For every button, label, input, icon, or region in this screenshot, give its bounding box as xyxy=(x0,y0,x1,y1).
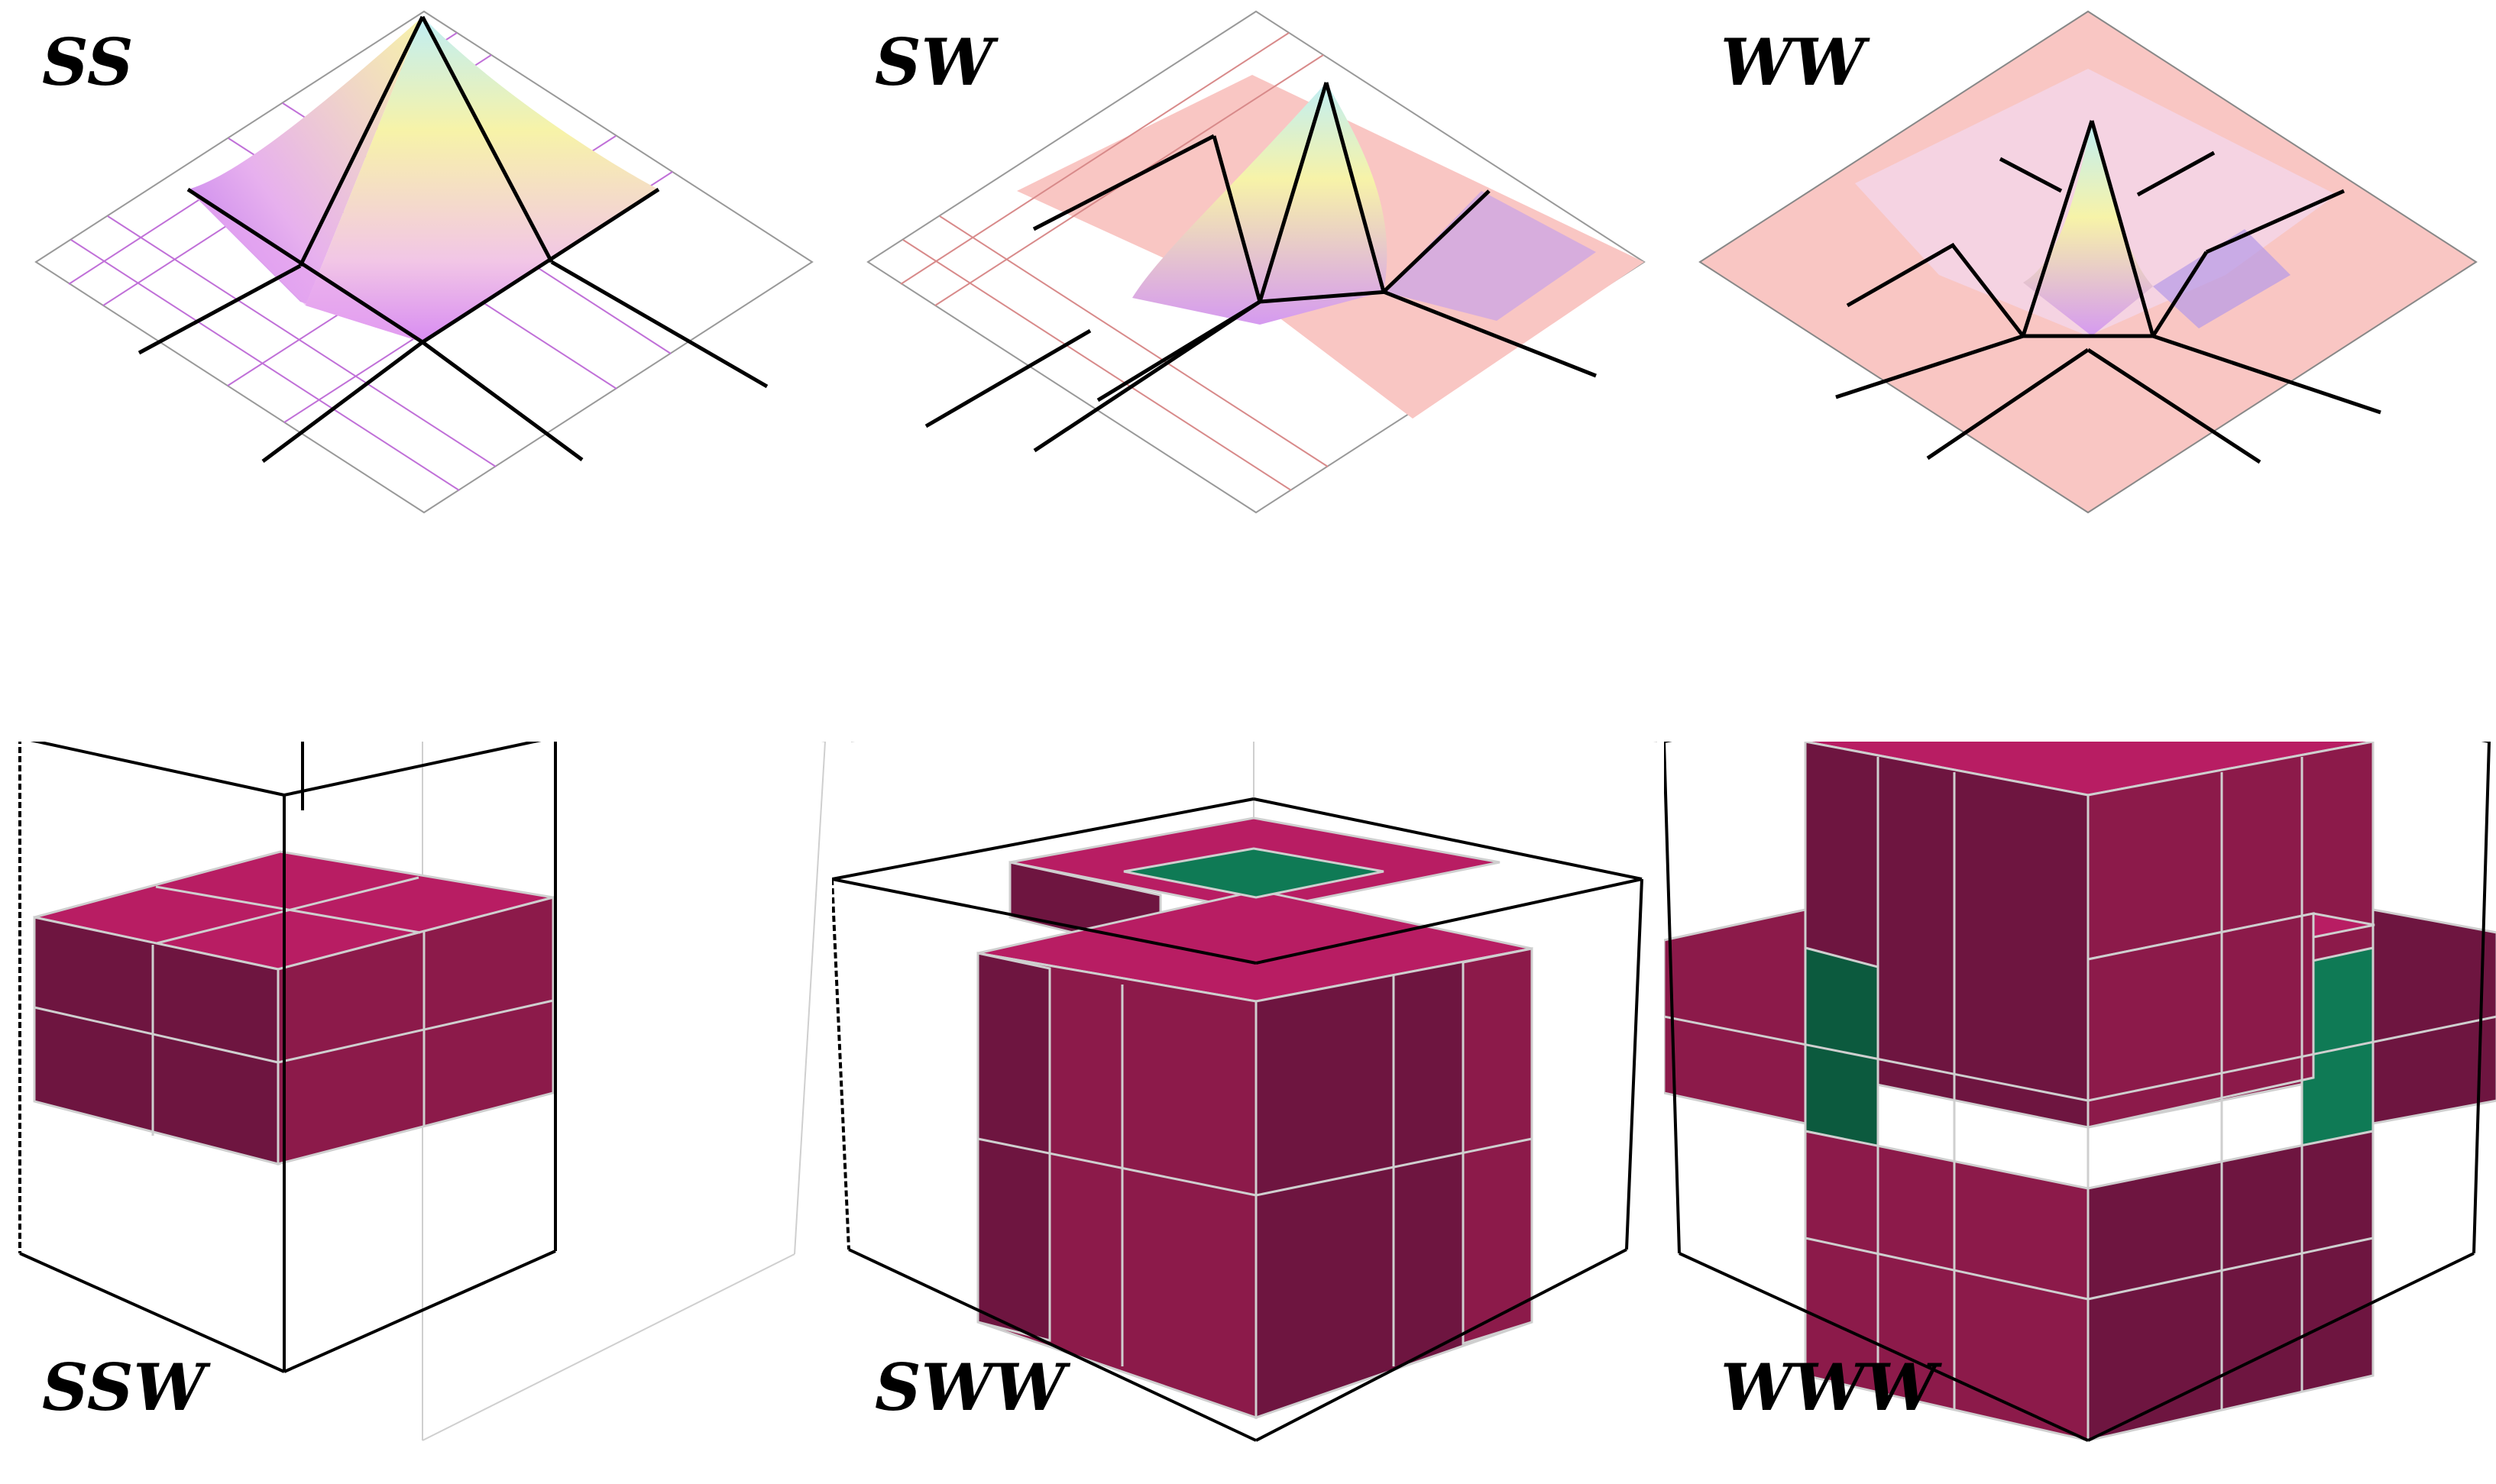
peak-surface xyxy=(1132,82,1596,325)
panel-ww xyxy=(1664,0,2496,742)
bounding-box-front xyxy=(1664,742,2491,1442)
surface-ww xyxy=(1698,10,2478,514)
panel-sw xyxy=(832,0,1664,742)
peak-surface xyxy=(188,17,659,342)
label-ssw: SSW xyxy=(42,1350,206,1425)
blocks-ssw xyxy=(18,742,826,1441)
label-www: WWW xyxy=(1721,1350,1938,1425)
bounding-box-front xyxy=(18,742,557,1373)
block-cross xyxy=(976,816,1533,1420)
panel-ssw xyxy=(0,742,832,1483)
element-edges xyxy=(138,15,769,464)
element-edges xyxy=(924,82,1597,453)
label-sww: SWW xyxy=(875,1350,1066,1425)
surface-sw xyxy=(866,10,1646,514)
bounding-box-front xyxy=(832,797,1643,1442)
panel-www xyxy=(1664,742,2496,1483)
label-ww: WW xyxy=(1721,24,1865,100)
panel-ss xyxy=(0,0,832,742)
block-cross-3d xyxy=(1664,742,2496,1442)
label-ss: SS xyxy=(42,24,134,100)
label-sw: SW xyxy=(875,24,993,100)
block-stack xyxy=(33,850,555,1166)
bounding-box-back xyxy=(851,742,1657,826)
element-edges xyxy=(1835,120,2381,464)
panel-sww xyxy=(832,742,1664,1483)
peak-surface xyxy=(2023,121,2290,336)
surface-ss xyxy=(34,10,814,514)
blocks-sww xyxy=(832,742,1657,1442)
blocks-www xyxy=(1664,742,2496,1442)
